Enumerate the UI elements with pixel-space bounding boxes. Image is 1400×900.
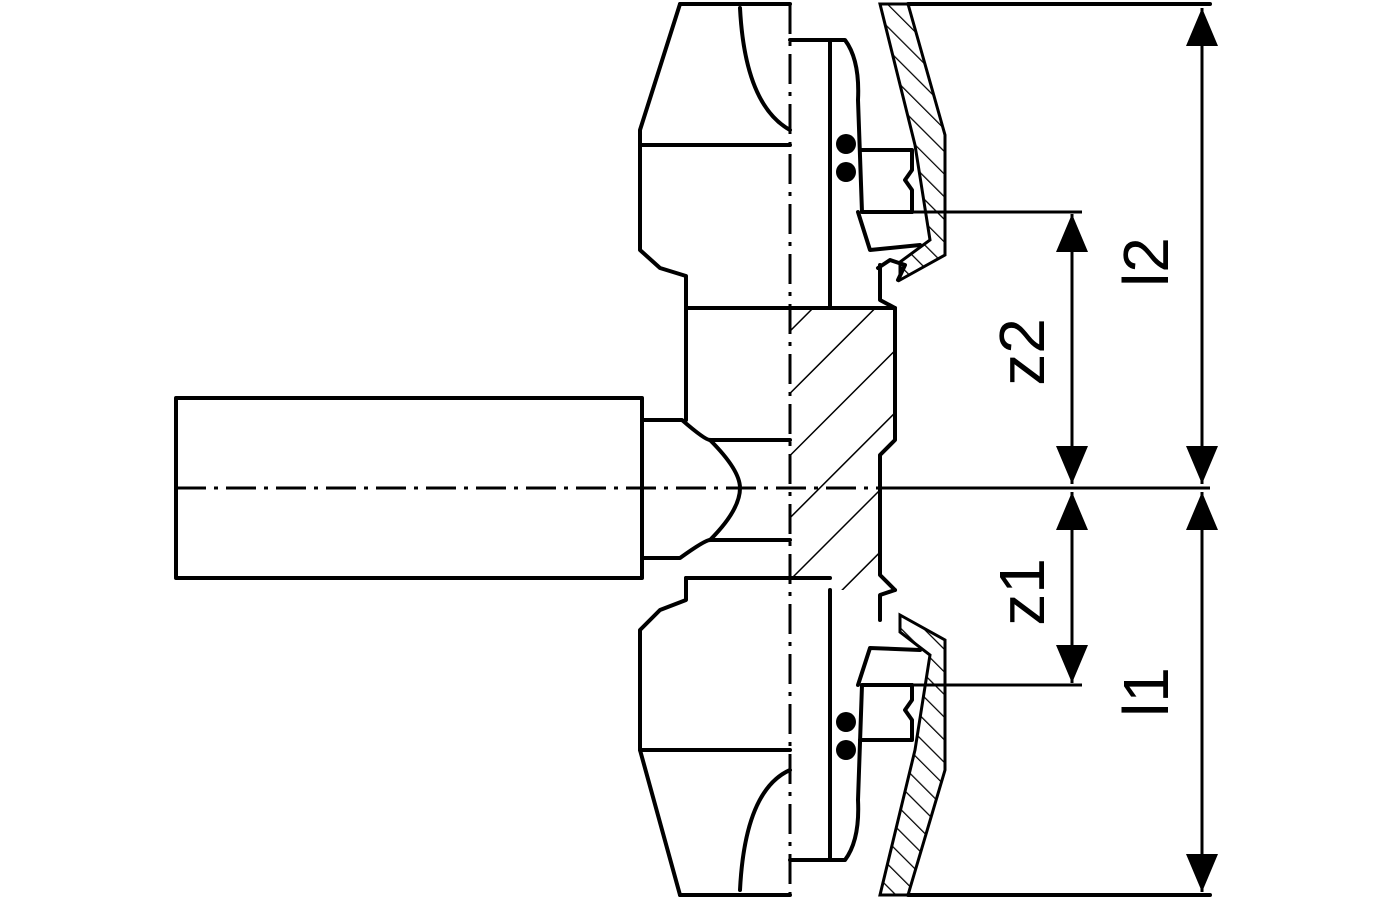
center-lines (176, 4, 1210, 895)
dim-label-l2: l2 (1110, 237, 1182, 287)
lower-socket (638, 576, 1212, 897)
dimension-lines (912, 8, 1218, 892)
dim-label-l1: l1 (1110, 667, 1182, 717)
dim-label-z2: z2 (986, 318, 1058, 386)
body-section (684, 306, 897, 592)
dim-label-z1: z1 (986, 558, 1058, 626)
